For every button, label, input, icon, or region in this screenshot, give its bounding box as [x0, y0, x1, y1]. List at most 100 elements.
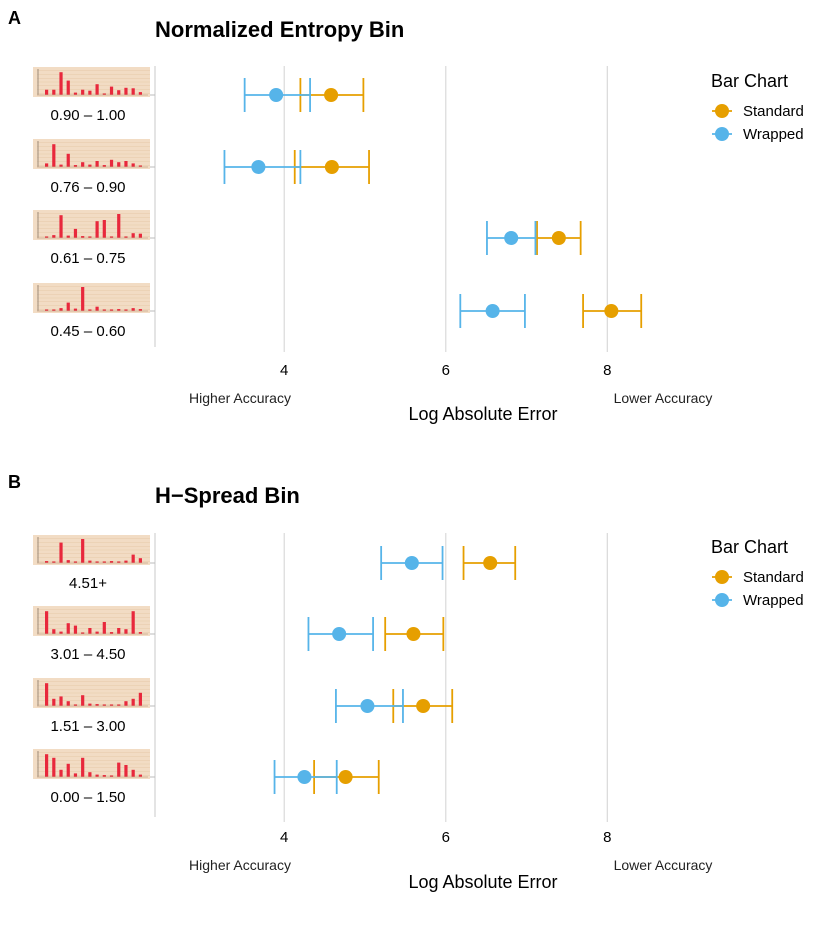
- error-bar-standard: [384, 617, 445, 651]
- error-bar-wrapped: [459, 294, 526, 328]
- x-tick-label: 4: [280, 362, 288, 379]
- thumbnail-bar: [102, 704, 106, 706]
- panel-letter: B: [8, 472, 21, 492]
- thumbnail-bar: [109, 775, 114, 777]
- thumbnail-bar: [88, 309, 92, 311]
- thumbnail-bar: [59, 542, 63, 563]
- bin-label: 0.90 – 1.00: [50, 107, 125, 124]
- thumbnail-bar: [45, 236, 49, 238]
- lower-accuracy-label: Lower Accuracy: [614, 390, 713, 406]
- thumbnail-bar: [73, 561, 78, 563]
- panel-letter: A: [8, 8, 21, 28]
- thumbnail-bar: [95, 221, 99, 238]
- error-bar-standard: [293, 150, 370, 184]
- thumbnail-bar: [117, 90, 121, 95]
- error-bar-standard: [582, 294, 643, 328]
- thumbnail-bar: [66, 235, 70, 238]
- thumbnail-bar: [109, 236, 114, 238]
- thumbnail-bar: [95, 774, 99, 777]
- thumbnail-bar: [59, 164, 63, 167]
- bin-label: 0.45 – 0.60: [50, 323, 125, 340]
- thumbnail-bar: [73, 165, 78, 167]
- legend-label: Standard: [743, 569, 804, 586]
- thumbnail-bar: [81, 236, 85, 238]
- error-bar-wrapped: [223, 150, 302, 184]
- thumbnail-bar: [124, 87, 128, 95]
- thumbnail-bar: [124, 629, 128, 634]
- thumbnail-bar: [73, 704, 78, 706]
- thumbnail-bar: [124, 161, 128, 167]
- thumbnail-bar: [102, 775, 106, 777]
- thumbnail-bar: [81, 695, 85, 706]
- thumbnail-bar: [109, 86, 114, 95]
- thumbnail-bar: [102, 220, 106, 238]
- data-point-wrapped: [332, 627, 347, 641]
- thumbnail-bar: [138, 92, 142, 95]
- thumbnail-bar: [138, 692, 142, 706]
- x-axis-title: Log Absolute Error: [408, 872, 557, 892]
- thumbnail-bar: [102, 309, 106, 311]
- error-bar-wrapped: [486, 221, 537, 255]
- x-axis-title: Log Absolute Error: [408, 404, 557, 424]
- thumbnail-bar: [131, 769, 135, 777]
- bin-thumbnail: [33, 67, 150, 97]
- bin-thumbnail: [33, 678, 150, 708]
- bin-thumbnail: [33, 283, 150, 313]
- thumbnail-bar: [66, 763, 70, 777]
- x-tick-label: 8: [603, 362, 611, 379]
- error-bar-wrapped: [273, 760, 338, 794]
- error-bar-standard: [462, 546, 517, 580]
- error-bar-wrapped: [307, 617, 374, 651]
- thumbnail-bar: [73, 228, 78, 238]
- thumbnail-bar: [66, 302, 70, 311]
- thumbnail-bar: [138, 165, 142, 167]
- thumbnail-bar: [117, 309, 121, 311]
- legend-title: Bar Chart: [711, 71, 788, 91]
- higher-accuracy-label: Higher Accuracy: [189, 390, 291, 406]
- thumbnail-bar: [109, 309, 114, 311]
- thumbnail-bar: [95, 704, 99, 706]
- thumbnail-bar: [117, 561, 121, 563]
- thumbnail-bar: [117, 704, 121, 706]
- thumbnail-bar: [88, 236, 92, 238]
- data-point-standard: [406, 627, 421, 641]
- legend-swatch-wrapped: [715, 127, 729, 141]
- thumbnail-bar: [59, 769, 63, 777]
- thumbnail-bar: [45, 754, 49, 777]
- thumbnail-bar: [66, 80, 70, 95]
- thumbnail-bar: [81, 89, 85, 95]
- thumbnail-bar: [117, 628, 121, 634]
- thumbnail-bar: [131, 308, 135, 311]
- thumbnail-bar: [45, 163, 49, 167]
- data-point-standard: [324, 160, 339, 174]
- thumbnail-bar: [52, 629, 56, 634]
- thumbnail-bar: [88, 164, 92, 167]
- thumbnail-bar: [109, 159, 114, 167]
- bin-thumbnail: [33, 749, 150, 779]
- thumbnail-bar: [124, 309, 128, 311]
- panel-title: H−Spread Bin: [155, 483, 300, 508]
- bin-label: 0.00 – 1.50: [50, 789, 125, 806]
- x-tick-label: 6: [442, 829, 450, 846]
- data-point-standard: [483, 556, 498, 570]
- thumbnail-bar: [66, 701, 70, 706]
- legend-label: Standard: [743, 103, 804, 120]
- bin-label: 4.51+: [69, 575, 107, 592]
- thumbnail-bar: [138, 774, 142, 777]
- thumbnail-bar: [52, 309, 56, 311]
- x-tick-label: 6: [442, 362, 450, 379]
- bin-thumbnail: [33, 606, 150, 636]
- thumbnail-bar: [88, 772, 92, 777]
- thumbnail-bar: [88, 90, 92, 95]
- bin-thumbnail: [33, 210, 150, 240]
- thumbnail-bar: [131, 233, 135, 238]
- thumbnail-bar: [138, 558, 142, 563]
- thumbnail-bar: [52, 235, 56, 238]
- thumbnail-bar: [81, 757, 85, 777]
- legend-label: Wrapped: [743, 126, 804, 143]
- bin-thumbnail: [33, 535, 150, 565]
- thumbnail-bar: [124, 236, 128, 238]
- data-point-wrapped: [504, 231, 519, 245]
- bin-label: 0.61 – 0.75: [50, 250, 125, 267]
